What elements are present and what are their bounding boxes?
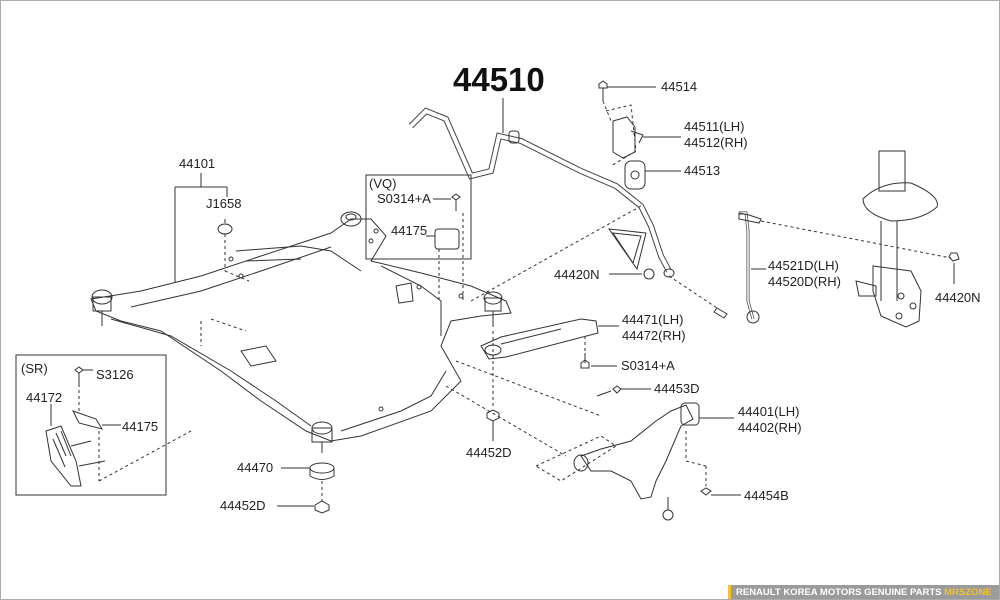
label-sr: (SR): [21, 361, 48, 376]
label-vq-s0314[interactable]: S0314+A: [377, 191, 431, 206]
label-44454b[interactable]: 44454B: [744, 488, 789, 503]
label-j1658[interactable]: J1658: [206, 196, 242, 211]
label-44420n-right[interactable]: 44420N: [935, 290, 981, 305]
label-44472[interactable]: 44472(RH): [622, 328, 686, 343]
main-part-number: 44510: [453, 61, 545, 98]
lower-arm: [534, 385, 741, 521]
label-44452d-center[interactable]: 44452D: [466, 445, 512, 460]
label-44511[interactable]: 44511(LH): [684, 119, 745, 134]
label-s3126[interactable]: S3126: [96, 367, 134, 382]
guide-lines: [200, 205, 642, 457]
vq-box: [365, 174, 472, 301]
label-44402[interactable]: 44402(RH): [738, 420, 802, 435]
leader-44101: [174, 173, 228, 283]
bushing-44513: [624, 160, 681, 190]
subframe: [90, 211, 512, 453]
label-44470[interactable]: 44470: [237, 460, 274, 475]
label-44101[interactable]: 44101: [179, 156, 216, 171]
label-44401[interactable]: 44401(LH): [738, 404, 800, 419]
sr-box: [15, 354, 192, 496]
label-44514[interactable]: 44514: [661, 79, 698, 94]
label-44471[interactable]: 44471(LH): [622, 312, 684, 327]
label-sr-44175[interactable]: 44175: [122, 419, 159, 434]
footer-banner: RENAULT KOREA MOTORS GENUINE PARTS MRSZO…: [728, 585, 999, 599]
clip-j1658: [217, 219, 250, 282]
label-44453d[interactable]: 44453D: [654, 381, 700, 396]
label-vq-44175[interactable]: 44175: [391, 223, 428, 238]
bolt-44514: [598, 80, 656, 101]
label-44172[interactable]: 44172: [26, 390, 63, 405]
mount-bushing-44470: [277, 462, 335, 514]
bracket-44511: [602, 100, 681, 167]
label-44521d[interactable]: 44521D(LH): [768, 258, 839, 273]
label-vq: (VQ): [369, 176, 397, 191]
stabilizer-bar: [408, 107, 675, 280]
rear-link: [480, 318, 619, 369]
strut: [855, 150, 960, 328]
label-44520d[interactable]: 44520D(RH): [768, 274, 841, 289]
label-44512[interactable]: 44512(RH): [684, 135, 748, 150]
label-44452d-bottom[interactable]: 44452D: [220, 498, 266, 513]
label-s0314-lower[interactable]: S0314+A: [621, 358, 675, 373]
nut-44452d-center: [486, 409, 500, 441]
stabilizer-link: [668, 211, 952, 324]
label-44420n-left[interactable]: 44420N: [554, 267, 600, 282]
footer-brand[interactable]: MRSZONE: [944, 587, 992, 598]
footer-text: RENAULT KOREA MOTORS GENUINE PARTS: [736, 587, 942, 598]
label-44513[interactable]: 44513: [684, 163, 721, 178]
